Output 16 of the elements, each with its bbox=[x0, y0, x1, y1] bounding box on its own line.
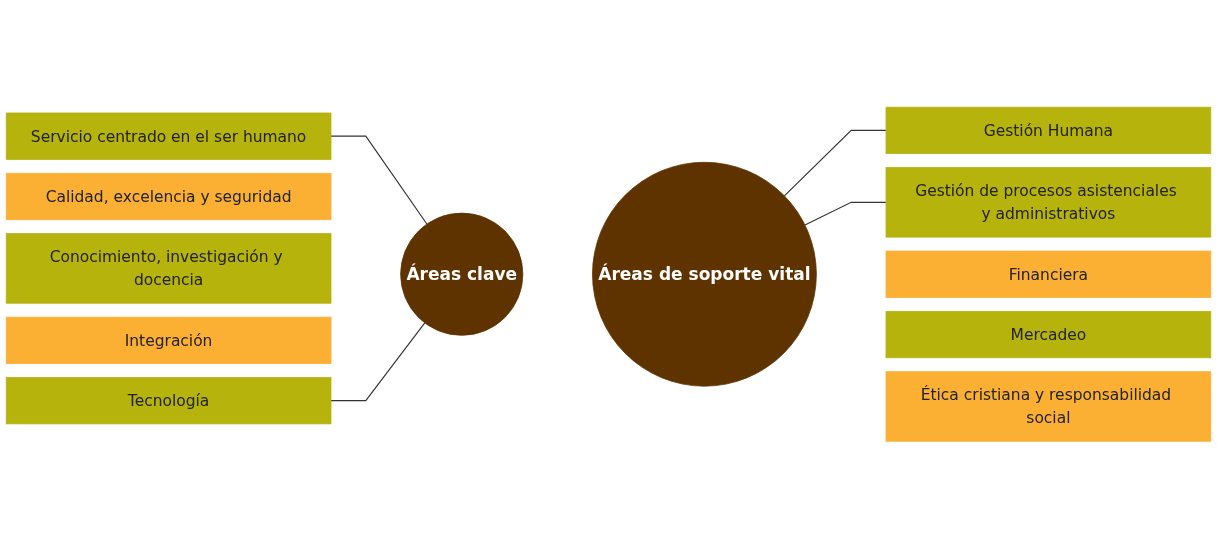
connector bbox=[804, 201, 887, 226]
node-circle: Áreas clave bbox=[400, 212, 524, 336]
node-box: Tecnología bbox=[5, 376, 332, 425]
node-box: Servicio centrado en el ser humano bbox=[5, 112, 332, 160]
node-box: Ética cristiana y responsabilidad social bbox=[885, 371, 1212, 442]
node-box: Financiera bbox=[885, 250, 1212, 298]
node-box: Mercadeo bbox=[885, 310, 1212, 358]
node-box: Conocimiento, investigación y docencia bbox=[5, 233, 332, 304]
node-box: Integración bbox=[5, 316, 332, 364]
connector bbox=[330, 135, 428, 225]
node-circle: Áreas de soporte vital bbox=[592, 161, 817, 387]
node-box: Gestión de procesos asistenciales y administrativos bbox=[885, 166, 1212, 238]
node-box: Calidad, excelencia y seguridad bbox=[5, 172, 332, 220]
connector bbox=[330, 322, 426, 402]
connector bbox=[783, 129, 887, 197]
node-box: Gestión Humana bbox=[885, 106, 1212, 154]
